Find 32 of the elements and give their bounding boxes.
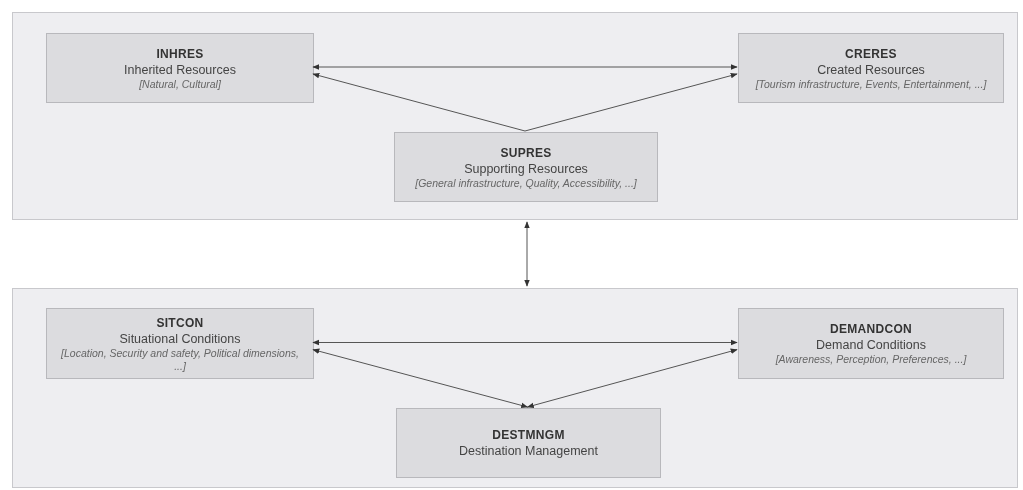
resource-box <box>738 33 1004 103</box>
box-code: DEMANDCON <box>830 321 912 337</box>
arrow <box>312 64 738 70</box>
box-title: Demand Conditions <box>816 337 926 353</box>
resource-box <box>46 33 314 103</box>
box-examples: [Awareness, Perception, Preferences, ...] <box>775 353 967 366</box>
resource-box <box>738 308 1004 379</box>
box-code: SITCON <box>156 314 204 331</box>
box-code: SUPRES <box>500 144 552 161</box>
box-code: CRERES <box>845 45 897 62</box>
arrow <box>524 221 530 287</box>
arrow <box>524 72 738 132</box>
box-title: Destination Management <box>459 443 598 459</box>
box-code: DESTMNGM <box>492 427 565 443</box>
arrow <box>312 72 526 132</box>
box-title: Created Resources <box>817 61 925 78</box>
resource-box <box>394 132 658 202</box>
group-panel <box>12 288 1018 488</box>
arrow <box>312 339 738 346</box>
box-title: Supporting Resources <box>464 160 588 177</box>
box-examples: [General infrastructure, Quality, Accessibility, ...] <box>415 176 637 190</box>
arrow <box>312 348 529 409</box>
box-examples: [Location, Security and safety, Political dimensions, ...] <box>60 346 300 373</box>
box-examples: [Tourism infrastructure, Events, Entertainment, ...] <box>755 77 987 91</box>
box-title: Situational Conditions <box>119 330 241 347</box>
box-title: Inherited Resources <box>124 61 236 78</box>
arrow <box>526 348 738 409</box>
resource-box <box>396 408 661 478</box>
box-examples: [Natural, Cultural] <box>139 77 221 91</box>
group-panel <box>12 12 1018 220</box>
resource-box <box>46 308 314 379</box>
box-code: INHRES <box>156 45 204 62</box>
